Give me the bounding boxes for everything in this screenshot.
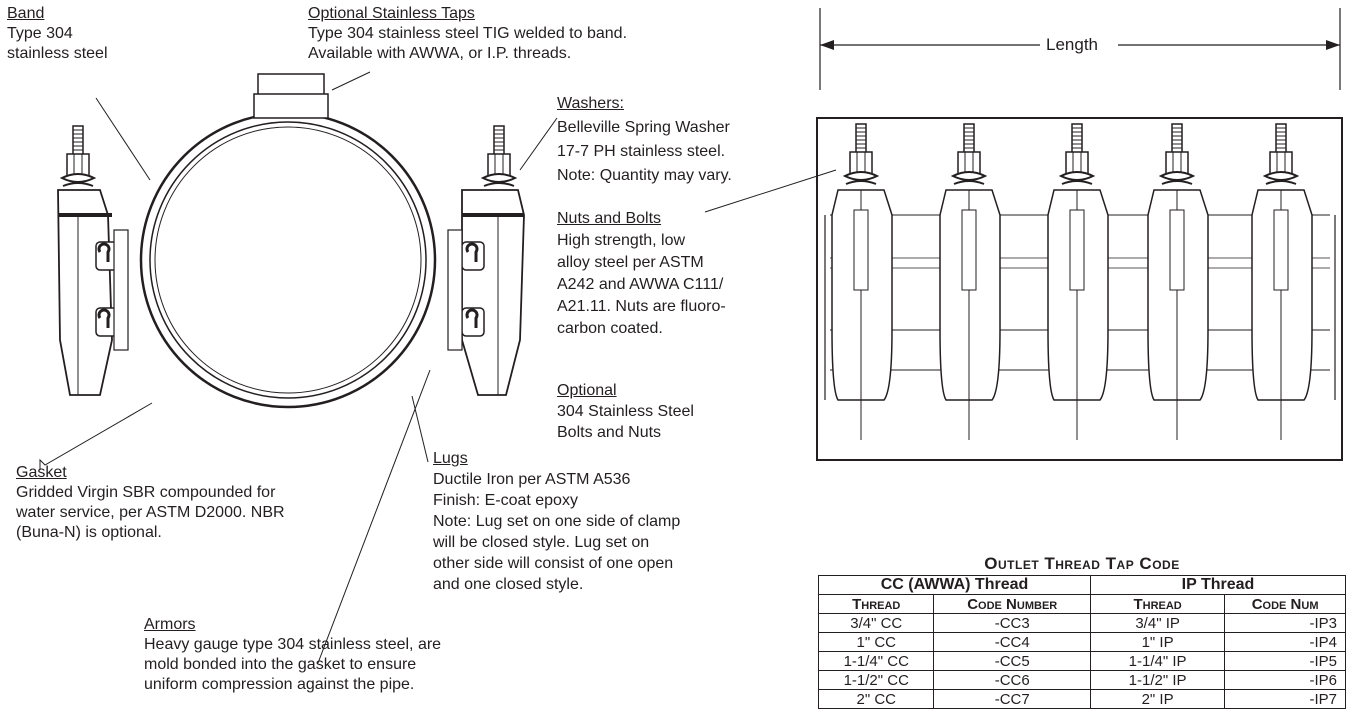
cell: -IP5 — [1224, 651, 1346, 671]
col-header: Thread — [1089, 594, 1226, 614]
cell: -IP3 — [1224, 613, 1346, 633]
armors-label: Armors Heavy gauge type 304 stainless st… — [144, 616, 442, 693]
col-header: Code Number — [933, 594, 1091, 614]
group-header-cc: CC (AWWA) Thread — [818, 575, 1091, 595]
col-header: Thread — [817, 594, 935, 614]
washers-label: Washers: Belleville Spring Washer 17-7 P… — [557, 95, 732, 184]
group-header-ip: IP Thread — [1089, 575, 1346, 595]
optional-label: Optional 304 Stainless Steel Bolts and N… — [557, 382, 694, 441]
table-row: 1-1/4" CC -CC5 1-1/4" IP -IP5 — [817, 651, 1346, 671]
lugs-label: Lugs Ductile Iron per ASTM A536 Finish: … — [433, 450, 681, 593]
cell: 1-1/2" IP — [1089, 670, 1226, 690]
cell: 3/4" CC — [817, 613, 935, 633]
length-label: Length — [1046, 35, 1098, 54]
col-header: Code Num — [1224, 594, 1346, 614]
cell: 1-1/4" IP — [1089, 651, 1226, 671]
cell: 1-1/4" CC — [817, 651, 935, 671]
cell: 2" CC — [817, 689, 935, 709]
cell: 3/4" IP — [1089, 613, 1226, 633]
taps-label: Optional Stainless Taps Type 304 stainle… — [308, 5, 628, 62]
thread-tap-table: CC (AWWA) Thread IP Thread Thread Code N… — [817, 575, 1346, 709]
cell: 1" CC — [817, 632, 935, 652]
cell: 2" IP — [1089, 689, 1226, 709]
table-row: 1" CC -CC4 1" IP -IP4 — [817, 632, 1346, 652]
cell: -IP7 — [1224, 689, 1346, 709]
gasket-label: Gasket Gridded Virgin SBR compounded for… — [16, 464, 285, 541]
cell: 1-1/2" CC — [817, 670, 935, 690]
table-row: 1-1/2" CC -CC6 1-1/2" IP -IP6 — [817, 670, 1346, 690]
cell: -CC3 — [933, 613, 1091, 633]
table-row: 2" CC -CC7 2" IP -IP7 — [817, 689, 1346, 709]
band-label: Band Type 304 stainless steel — [7, 5, 108, 62]
cell: -CC7 — [933, 689, 1091, 709]
table-title: Outlet Thread Tap Code — [984, 554, 1180, 573]
cell: -IP6 — [1224, 670, 1346, 690]
cell: -CC6 — [933, 670, 1091, 690]
table-row: 3/4" CC -CC3 3/4" IP -IP3 — [817, 613, 1346, 633]
cell: -CC5 — [933, 651, 1091, 671]
cell: 1" IP — [1089, 632, 1226, 652]
cell: -CC4 — [933, 632, 1091, 652]
nuts-bolts-label: Nuts and Bolts High strength, low alloy … — [557, 210, 726, 337]
cell: -IP4 — [1224, 632, 1346, 652]
